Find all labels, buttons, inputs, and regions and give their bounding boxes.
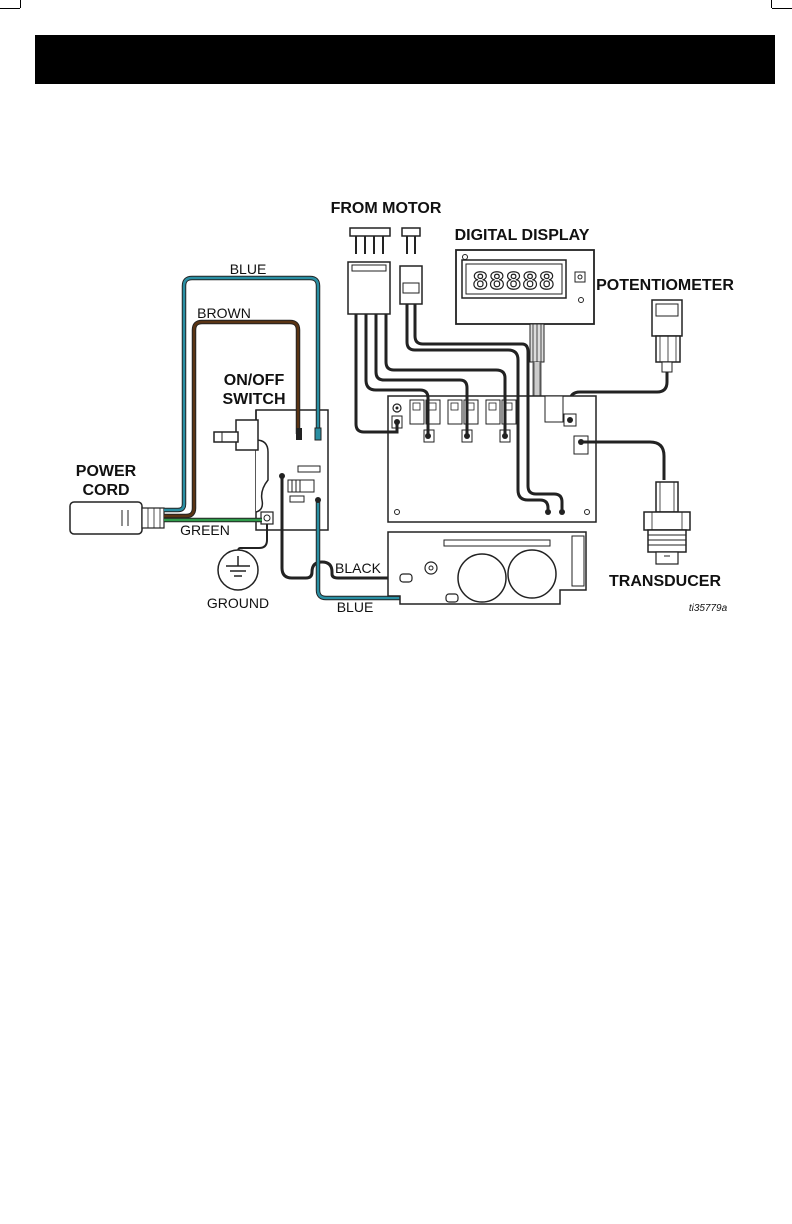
transducer-device — [644, 482, 690, 564]
label-from-motor: FROM MOTOR — [331, 200, 442, 217]
wiring-diagram: 88888 — [0, 190, 792, 630]
motor-connector-2pin — [400, 228, 422, 304]
label-cord: CORD — [82, 482, 129, 499]
label-ground: GROUND — [207, 595, 269, 611]
label-on-off: ON/OFF — [224, 372, 285, 389]
control-board — [388, 396, 596, 522]
label-power: POWER — [76, 463, 137, 480]
display-readout: 88888 — [472, 267, 555, 297]
label-digital-display: DIGITAL DISPLAY — [455, 227, 590, 244]
label-wire-black: BLACK — [335, 560, 382, 576]
motor-connector-4pin — [348, 228, 390, 314]
label-wire-green: GREEN — [180, 522, 230, 538]
potentiometer-device — [652, 300, 682, 372]
crop-mark-top-left-v — [20, 0, 21, 8]
label-switch: SWITCH — [222, 391, 285, 408]
label-wire-blue-top: BLUE — [230, 261, 267, 277]
crop-mark-top-right-h — [772, 8, 792, 9]
motor-plate — [388, 532, 586, 604]
label-figure-id: ti35779a — [689, 603, 728, 614]
label-wire-blue-bottom: BLUE — [337, 599, 374, 615]
crop-mark-top-right-v — [771, 0, 772, 8]
crop-mark-top-left-h — [0, 8, 20, 9]
label-transducer: TRANSDUCER — [609, 573, 721, 590]
power-cord-plug — [70, 502, 164, 534]
header-bar — [35, 35, 775, 84]
label-wire-brown: BROWN — [197, 305, 251, 321]
on-off-switch — [214, 410, 328, 530]
ground-symbol — [218, 550, 258, 590]
label-potentiometer: POTENTIOMETER — [596, 277, 734, 294]
